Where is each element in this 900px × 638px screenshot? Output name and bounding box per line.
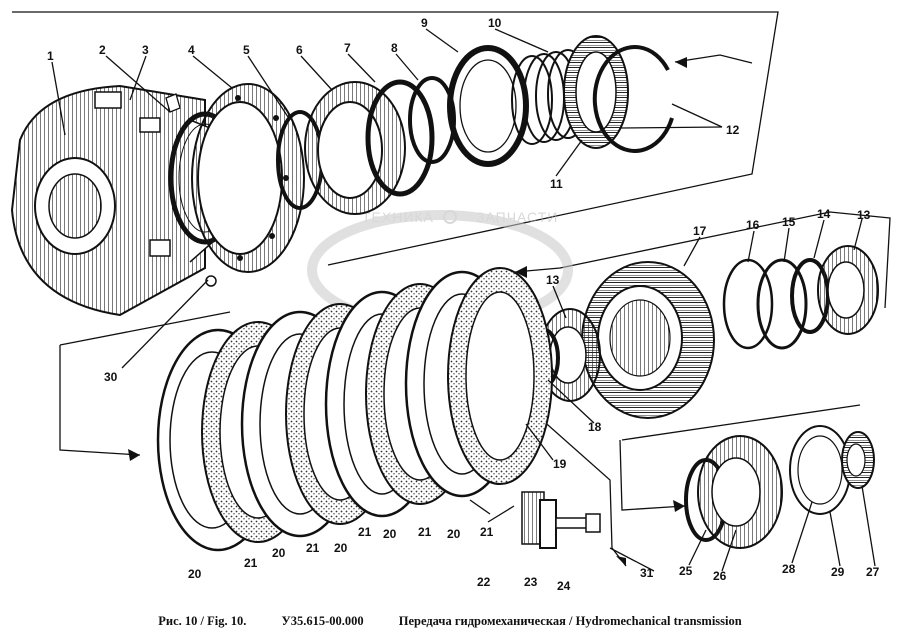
bolt-part-24 bbox=[555, 513, 601, 533]
leader-lines bbox=[51, 28, 876, 572]
callout-24: 24 bbox=[557, 579, 571, 593]
callout-20-e: 20 bbox=[447, 527, 461, 541]
callout-3: 3 bbox=[142, 43, 149, 57]
callout-7: 7 bbox=[344, 41, 351, 55]
callout-23: 23 bbox=[524, 575, 538, 589]
callout-4: 4 bbox=[188, 43, 195, 57]
figure-title: Передача гидромеханическая / Hydromechan… bbox=[398, 614, 742, 628]
lock-washer-part-29 bbox=[789, 425, 851, 515]
watermark-left-text: ТЕХНИКА bbox=[362, 209, 434, 225]
callout-1: 1 bbox=[47, 49, 54, 63]
callout-21-d: 21 bbox=[418, 525, 432, 539]
pin-part-3 bbox=[165, 93, 181, 113]
clutch-disc-pack bbox=[156, 267, 553, 552]
callout-14: 14 bbox=[817, 207, 831, 221]
nut-part-27 bbox=[841, 431, 875, 489]
figure-number: Рис. 10 / Fig. 10. bbox=[158, 614, 247, 628]
ball-part-30 bbox=[205, 275, 217, 287]
housing-part-26 bbox=[697, 435, 783, 549]
snap-ring-part-12 bbox=[592, 44, 674, 153]
callout-8: 8 bbox=[391, 41, 398, 55]
callout-6: 6 bbox=[296, 43, 303, 57]
arrows bbox=[128, 57, 687, 566]
disc-part-9 bbox=[447, 45, 529, 167]
callout-21-e: 21 bbox=[480, 525, 494, 539]
drawing-code: У35.615-00.000 bbox=[281, 614, 364, 628]
figure-caption: Рис. 10 / Fig. 10. У35.615-00.000 Переда… bbox=[0, 614, 900, 629]
plate-part-23 bbox=[539, 499, 557, 549]
callout-30: 30 bbox=[104, 370, 118, 384]
piston-part-4 bbox=[191, 83, 305, 273]
callout-13-upper: 13 bbox=[857, 208, 871, 222]
callout-25: 25 bbox=[679, 564, 693, 578]
callout-26: 26 bbox=[713, 569, 727, 583]
callout-20-c: 20 bbox=[334, 541, 348, 555]
callout-29: 29 bbox=[831, 565, 845, 579]
callout-labels: 1 2 3 4 5 6 7 8 9 10 11 12 13 14 15 16 1… bbox=[47, 16, 880, 593]
callout-11: 11 bbox=[550, 177, 563, 191]
gear-part-17 bbox=[581, 261, 715, 419]
callout-20-a: 20 bbox=[188, 567, 202, 581]
callout-9: 9 bbox=[421, 16, 428, 30]
callout-21-a: 21 bbox=[244, 556, 258, 570]
bearing-part-13-large bbox=[817, 245, 879, 335]
callout-21-c: 21 bbox=[358, 525, 372, 539]
callout-19: 19 bbox=[553, 457, 567, 471]
housing-part-1 bbox=[10, 84, 216, 317]
callout-27: 27 bbox=[866, 565, 880, 579]
callout-5: 5 bbox=[243, 43, 250, 57]
callout-12: 12 bbox=[726, 123, 740, 137]
callout-13-lower: 13 bbox=[546, 273, 560, 287]
callout-22: 22 bbox=[477, 575, 491, 589]
callout-20-b: 20 bbox=[272, 546, 286, 560]
callout-17: 17 bbox=[693, 224, 707, 238]
callout-16: 16 bbox=[746, 218, 760, 232]
callout-15: 15 bbox=[782, 215, 796, 229]
callout-28: 28 bbox=[782, 562, 796, 576]
watermark-right-text: ЗАПЧАСТИ bbox=[476, 209, 558, 225]
ring-part-7 bbox=[365, 79, 435, 197]
callout-31: 31 bbox=[640, 566, 654, 580]
callout-10: 10 bbox=[488, 16, 502, 30]
ring-part-15 bbox=[756, 258, 808, 350]
callout-2: 2 bbox=[99, 43, 106, 57]
callout-18: 18 bbox=[588, 420, 602, 434]
callout-21-b: 21 bbox=[306, 541, 320, 555]
outline-frame bbox=[12, 11, 891, 567]
callout-20-d: 20 bbox=[383, 527, 397, 541]
